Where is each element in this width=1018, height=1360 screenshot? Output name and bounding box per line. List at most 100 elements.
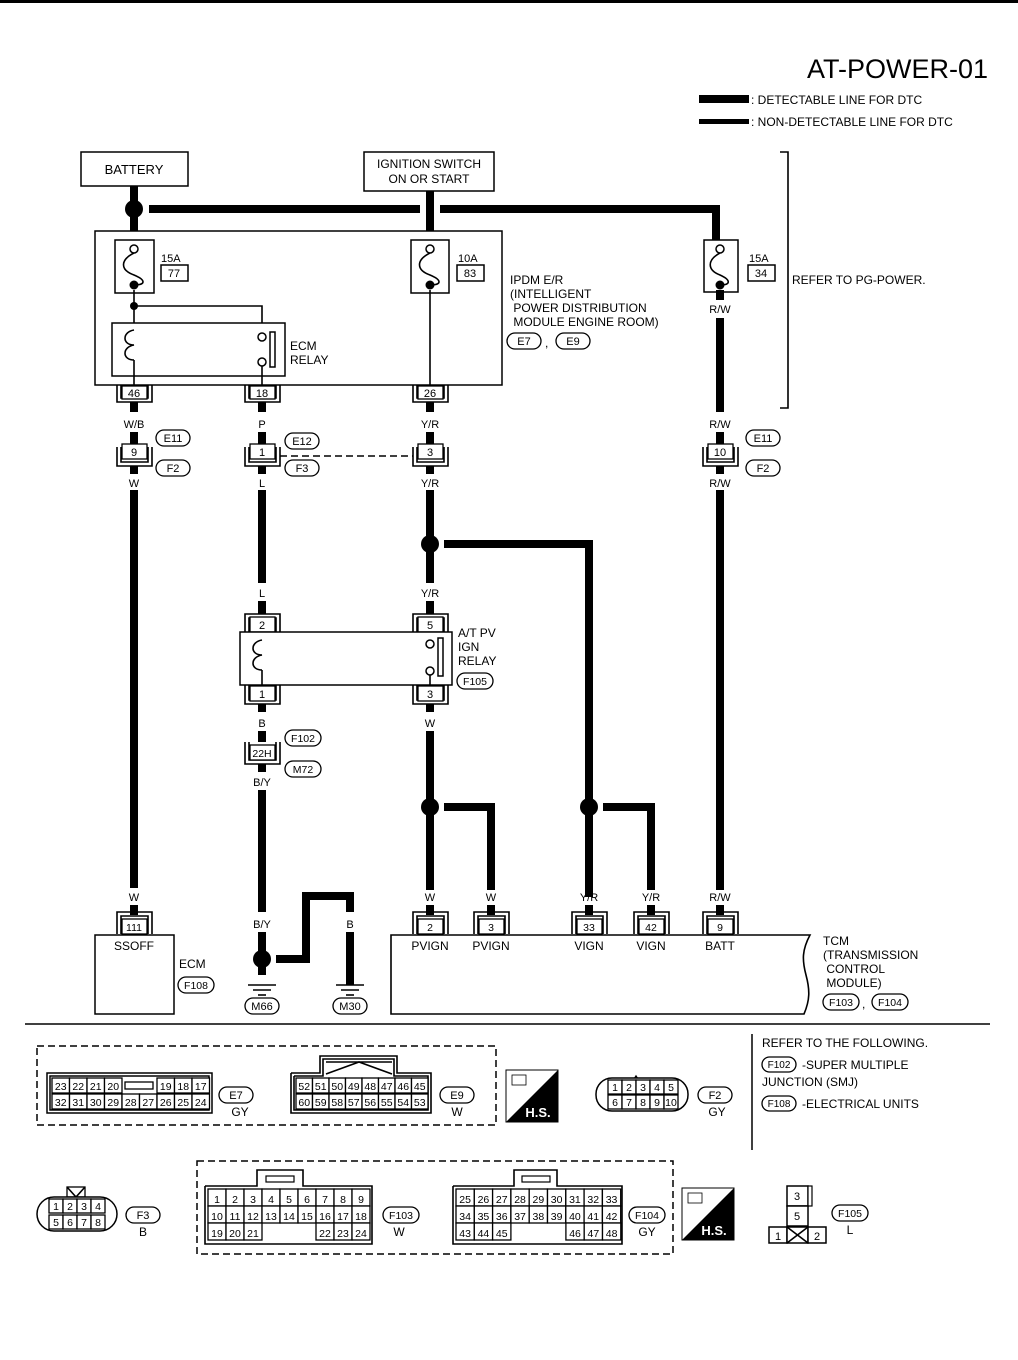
- ecm-connector: F108: [184, 980, 208, 992]
- ecm-wire-color: W: [129, 892, 140, 904]
- svg-text:(INTELLIGENT: (INTELLIGENT: [510, 287, 592, 301]
- svg-text:GY: GY: [231, 1105, 248, 1119]
- svg-text:F3: F3: [137, 1210, 150, 1222]
- ipdm-pin-18: 18: [244, 385, 281, 403]
- svg-text:F105: F105: [838, 1208, 862, 1220]
- e7-cavity-label: 17: [195, 1081, 207, 1093]
- ipdm-pin-46: 46: [116, 385, 153, 403]
- f103-cavity-label: 5: [286, 1194, 292, 1206]
- svg-text:GY: GY: [638, 1225, 655, 1239]
- harness-side-badge-1: H.S.: [505, 1069, 559, 1123]
- svg-text:-SUPER MULTIPLE: -SUPER MULTIPLE: [802, 1058, 908, 1072]
- svg-text:F102: F102: [291, 733, 315, 745]
- fuse-77: 15A 77: [114, 239, 189, 294]
- f103-cavity: [243, 1222, 263, 1241]
- svg-text:M30: M30: [339, 1001, 360, 1013]
- f103-cavity-label: 24: [355, 1228, 367, 1240]
- ecm-pin-111: 111: [116, 911, 153, 935]
- f104-cavity-label: 48: [606, 1228, 618, 1240]
- f2-cavity-label: 9: [654, 1097, 660, 1109]
- ground-m30: M30: [332, 984, 368, 1015]
- ipdm-connector-e9: E9: [566, 336, 579, 348]
- relay-coil-icon: [252, 639, 263, 671]
- e7-cavity-label: 30: [90, 1097, 102, 1109]
- svg-text:3: 3: [794, 1191, 800, 1203]
- svg-text:2: 2: [814, 1231, 820, 1243]
- f3-cavity-label: 3: [81, 1201, 87, 1213]
- junction-e12-f3-pin1: 1 E12 F3: [244, 432, 320, 477]
- svg-text:-ELECTRICAL UNITS: -ELECTRICAL UNITS: [802, 1097, 919, 1111]
- svg-text:H.S.: H.S.: [525, 1105, 550, 1120]
- svg-text:F105: F105: [463, 676, 487, 688]
- f104-cavity-label: 26: [478, 1194, 490, 1206]
- fuse-34: 15A 34: [703, 239, 776, 293]
- tcm-wire-color: W: [425, 892, 436, 904]
- svg-text:REFER TO THE FOLLOWING.: REFER TO THE FOLLOWING.: [762, 1036, 928, 1050]
- svg-text:(TRANSMISSION: (TRANSMISSION: [823, 948, 918, 962]
- f103-cavity-label: 23: [337, 1228, 349, 1240]
- ecm-terminal-ssoff: SSOFF: [114, 939, 154, 953]
- svg-text:5: 5: [427, 620, 433, 632]
- svg-text:POWER DISTRIBUTION: POWER DISTRIBUTION: [510, 301, 647, 315]
- svg-text:1: 1: [259, 689, 265, 701]
- connector-icon: [687, 1192, 703, 1204]
- ipdm-pin-26: 26: [412, 385, 449, 403]
- e9-cavity-label: 59: [315, 1097, 327, 1109]
- ecm-relay-label-1: ECM: [290, 339, 317, 353]
- f103-cavity-label: 10: [211, 1211, 223, 1223]
- svg-text:L: L: [259, 478, 265, 490]
- svg-text:F2: F2: [757, 463, 770, 475]
- smj-junction: 22H F102 M72: [244, 729, 322, 778]
- svg-text:A/T PV: A/T PV: [458, 626, 496, 640]
- f2-cavity-label: 10: [665, 1097, 677, 1109]
- svg-text:B: B: [258, 718, 265, 730]
- f104-cavity-label: 46: [569, 1228, 581, 1240]
- e7-cavity-label: 26: [160, 1097, 172, 1109]
- svg-text:MODULE ENGINE ROOM): MODULE ENGINE ROOM): [510, 315, 659, 329]
- f3-cavity-label: 7: [81, 1217, 87, 1229]
- junction-e11-f2-pin10: 10 E11 F2: [702, 429, 781, 477]
- svg-text:B/Y: B/Y: [253, 919, 271, 931]
- f103-cavity-label: 7: [322, 1194, 328, 1206]
- f3-cavity-label: 1: [53, 1201, 59, 1213]
- f3-cavity-label: 6: [67, 1217, 73, 1229]
- e9-cavity-label: 51: [315, 1081, 327, 1093]
- f103-cavity-label: 4: [268, 1194, 274, 1206]
- svg-text:46: 46: [128, 388, 140, 400]
- f2-cavity: [663, 1094, 679, 1110]
- top-border: [0, 0, 1018, 3]
- e9-cavity-label: 57: [348, 1097, 360, 1109]
- hs-group-1: [36, 1045, 497, 1126]
- svg-text:3: 3: [427, 447, 433, 459]
- e7-cavity-label: 28: [125, 1097, 137, 1109]
- svg-text:R/W: R/W: [709, 419, 731, 431]
- ecm-relay-box: [111, 322, 286, 377]
- tcm-wire-color: Y/R: [642, 892, 660, 904]
- e9-cavity-label: 53: [414, 1097, 426, 1109]
- legend-thin-line: [699, 119, 749, 124]
- ipdm-connector-e7: E7: [517, 336, 530, 348]
- e9-cavity-label: 52: [298, 1081, 310, 1093]
- tcm-connector-f104: F104: [878, 997, 902, 1009]
- f104-cavity-label: 36: [496, 1211, 508, 1223]
- svg-text:H.S.: H.S.: [701, 1223, 726, 1238]
- tcm-label: TCM (TRANSMISSION CONTROL MODULE) F103 ,…: [822, 934, 918, 1011]
- ecm-relay-coil-icon: [124, 329, 135, 361]
- e7-cavity-label: 29: [107, 1097, 119, 1109]
- harness-side-badge-2: H.S.: [681, 1187, 735, 1241]
- e7-cavity-label: 22: [72, 1081, 84, 1093]
- battery-box: BATTERY: [80, 151, 189, 187]
- relay-contact-icon: [425, 639, 435, 649]
- svg-text:F103: F103: [389, 1210, 413, 1222]
- e9-cavity: [410, 1093, 429, 1110]
- f103-cavity-label: 19: [211, 1228, 223, 1240]
- svg-text:R/W: R/W: [709, 304, 731, 316]
- f104-cavity-label: 33: [606, 1194, 618, 1206]
- f104-cavity-label: 42: [606, 1211, 618, 1223]
